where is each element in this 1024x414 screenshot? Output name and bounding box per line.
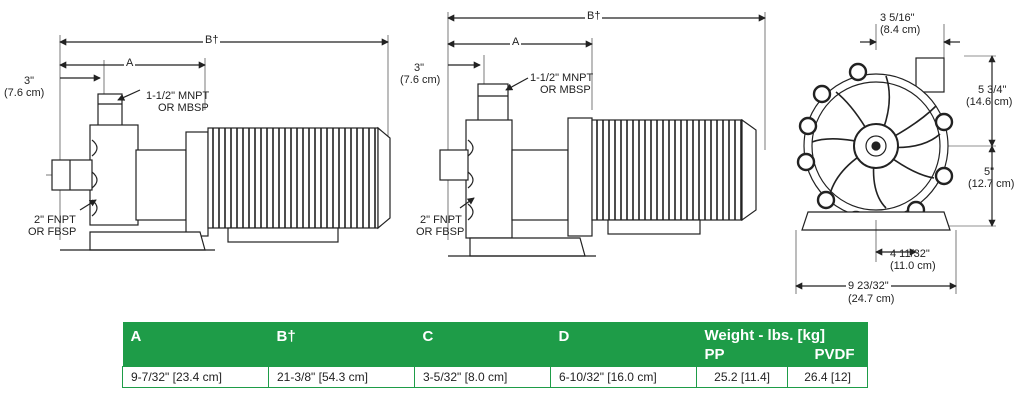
dimensions-table: A B† C D Weight - lbs. [kg] PP PVDF 9-7/… [122, 322, 868, 388]
outlet-label-line-1: 1-1/2" MNPT [530, 72, 594, 84]
header-pp: PP [704, 346, 725, 363]
dim-b-label: B† [203, 34, 221, 46]
width-dim-label: 9 23/32" [846, 280, 891, 292]
side-view-2-drawing [439, 12, 766, 257]
inlet-label-line-1: 2" FNPT [34, 214, 76, 226]
outlet-label-line-2: OR MBSP [158, 102, 209, 114]
front-view-drawing [795, 24, 996, 294]
top-dim-cm-label: (8.4 cm) [880, 24, 921, 36]
inlet-label-line-2: OR FBSP [28, 226, 77, 238]
header-d: D [550, 322, 697, 367]
lower-dim-cm-label: (12.7 cm) [968, 178, 1015, 190]
table-header-row: A B† C D Weight - lbs. [kg] PP PVDF [122, 322, 868, 367]
dim-3in-cm-label: (7.6 cm) [400, 74, 441, 86]
upper-dim-label: 5 3/4" [978, 84, 1007, 96]
header-b: B† [268, 322, 415, 367]
header-weight-title: Weight - lbs. [kg] [704, 327, 826, 344]
dim-3in-cm-label: (7.6 cm) [4, 87, 45, 99]
cell-pvdf: 26.4 [12] [787, 366, 868, 388]
header-pvdf: PVDF [814, 346, 855, 363]
cell-a: 9-7/32" [23.4 cm] [122, 366, 269, 388]
inlet-label-line-1: 2" FNPT [420, 214, 462, 226]
header-c: C [414, 322, 551, 367]
dim-3in-label: 3" [24, 75, 35, 87]
header-a: A [122, 322, 269, 367]
header-weight: Weight - lbs. [kg] PP PVDF [696, 322, 868, 367]
base-dim-cm-label: (11.0 cm) [890, 260, 936, 272]
table-row: 9-7/32" [23.4 cm] 21-3/8" [54.3 cm] 3-5/… [122, 366, 868, 388]
outlet-label-line-2: OR MBSP [540, 84, 591, 96]
cell-c: 3-5/32" [8.0 cm] [414, 366, 551, 388]
dim-b-label: B† [585, 10, 603, 22]
upper-dim-cm-label: (14.6 cm) [966, 96, 1013, 108]
width-dim-cm-label: (24.7 cm) [848, 293, 895, 305]
base-dim-label: 4 11/32" [890, 248, 930, 260]
cell-b: 21-3/8" [54.3 cm] [268, 366, 415, 388]
outlet-label-line-1: 1-1/2" MNPT [146, 90, 210, 102]
dim-a-label: A [124, 57, 136, 69]
top-dim-label: 3 5/16" [880, 12, 915, 24]
side-view-1-drawing [46, 35, 391, 251]
cell-d: 6-10/32" [16.0 cm] [550, 366, 697, 388]
dim-3in-label: 3" [414, 62, 425, 74]
inlet-label-line-2: OR FBSP [416, 226, 465, 238]
lower-dim-label: 5" [984, 166, 995, 178]
dim-a-label: A [510, 36, 522, 48]
cell-pp: 25.2 [11.4] [695, 366, 789, 388]
